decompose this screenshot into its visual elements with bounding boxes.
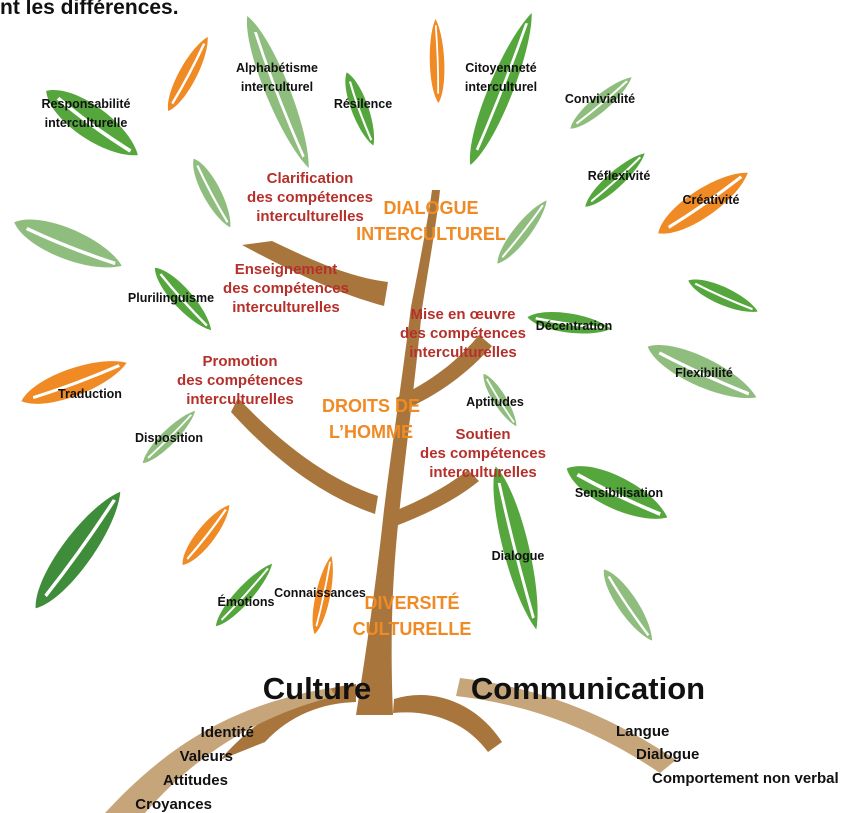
leaf-sensibilisation bbox=[559, 454, 675, 532]
leaf-creativite bbox=[650, 161, 756, 245]
leaf-large-dark-green bbox=[23, 482, 133, 618]
leaf-aptitudes bbox=[478, 370, 522, 430]
leaf-reflexivite bbox=[579, 147, 651, 213]
leaf-label-emotions: Émotions bbox=[218, 594, 275, 609]
leaf-label-citoyennete-line-1: Citoyenneté bbox=[465, 61, 537, 75]
leaf-labels: Responsabilité interculturelle Alphabéti… bbox=[42, 61, 740, 609]
leaf-top-left-orange bbox=[160, 32, 216, 116]
leaf-right-green bbox=[684, 272, 762, 320]
leaf-flexibilite bbox=[641, 333, 763, 411]
leaf-lower-right-light bbox=[595, 563, 661, 647]
core-label-diversite-line-1: DIVERSITÉ bbox=[364, 592, 459, 613]
branch-label-enseignement-line-1: Enseignement bbox=[235, 261, 338, 278]
branch-label-promotion-line-2: des compétences bbox=[177, 372, 303, 389]
leaf-resilience bbox=[338, 69, 382, 149]
culture-item-croyances: Croyances bbox=[135, 796, 212, 813]
culture-item-attitudes: Attitudes bbox=[163, 772, 228, 789]
branch-label-mise-line-1: Mise en œuvre bbox=[410, 306, 515, 323]
communication-item-langue: Langue bbox=[616, 723, 669, 740]
leaf-disposition bbox=[137, 405, 201, 469]
leaf-label-creativite: Créativité bbox=[683, 193, 740, 207]
leaf-label-plurilinguisme: Plurilinguisme bbox=[128, 291, 214, 305]
leaf-label-traduction: Traduction bbox=[58, 387, 122, 401]
branch-label-soutien-line-1: Soutien bbox=[456, 426, 511, 443]
leaf-alphabetisme bbox=[236, 11, 320, 173]
core-label-dialogue-line-1: DIALOGUE bbox=[383, 198, 478, 218]
branch-label-enseignement-line-2: des compétences bbox=[223, 280, 349, 297]
leaf-mid-right-light bbox=[491, 195, 553, 269]
leaf-label-resilience: Résilence bbox=[334, 97, 392, 111]
branch-label-promotion-line-1: Promotion bbox=[203, 353, 278, 370]
branch-label-soutien-line-3: interculturelles bbox=[429, 464, 537, 481]
branch-mid-right bbox=[396, 335, 492, 411]
branch-label-clarification-line-1: Clarification bbox=[267, 170, 354, 187]
leaf-group bbox=[8, 8, 763, 647]
branch-labels: Clarification des compétences intercultu… bbox=[177, 170, 546, 481]
branch-label-mise-line-2: des compétences bbox=[400, 325, 526, 342]
leaf-label-alphabetisme-line-2: interculturel bbox=[241, 80, 313, 94]
leaf-large-left-light bbox=[8, 208, 128, 280]
branch-label-mise-line-3: interculturelles bbox=[409, 344, 517, 361]
partial-page-title: nt les différences. bbox=[0, 0, 179, 19]
branch-low-right bbox=[392, 470, 479, 527]
core-label-dialogue-line-2: INTERCULTUREL bbox=[356, 224, 506, 244]
root-left bbox=[220, 684, 356, 760]
culture-item-valeurs: Valeurs bbox=[180, 748, 233, 765]
communication-item-comportement: Comportement non verbal bbox=[652, 770, 839, 787]
branch-label-enseignement-line-3: interculturelles bbox=[232, 299, 340, 316]
leaf-label-responsabilite-line-1: Responsabilité bbox=[42, 97, 131, 111]
culture-ground-arc bbox=[105, 688, 336, 813]
leaf-label-reflexivite: Réflexivité bbox=[588, 169, 651, 183]
leaf-label-convivialite: Convivialité bbox=[565, 92, 635, 106]
leaf-label-flexibilite: Flexibilité bbox=[675, 366, 733, 380]
leaf-label-dialogue: Dialogue bbox=[492, 549, 545, 563]
leaf-responsabilite bbox=[36, 77, 148, 169]
tree-trunk-and-branches bbox=[220, 190, 502, 760]
leaf-label-aptitudes: Aptitudes bbox=[466, 395, 524, 409]
leaf-label-decentration: Décentration bbox=[536, 319, 612, 333]
leaf-label-sensibilisation: Sensibilisation bbox=[575, 486, 663, 500]
leaf-lower-left-orange bbox=[175, 499, 237, 571]
leaf-top-orange bbox=[428, 18, 446, 104]
leaf-convivialite bbox=[565, 71, 637, 135]
leaf-plurilinguisme bbox=[147, 261, 219, 337]
leaf-label-connaissances: Connaissances bbox=[274, 586, 366, 600]
leaf-emotions bbox=[209, 558, 279, 632]
leaf-label-disposition: Disposition bbox=[135, 431, 203, 445]
tree-core-labels: DIALOGUE INTERCULTUREL DROITS DE L’HOMME… bbox=[322, 198, 506, 639]
communication-ground-arc bbox=[456, 678, 676, 773]
leaf-label-responsabilite-line-2: interculturelle bbox=[45, 116, 128, 130]
leaf-label-citoyennete-line-2: interculturel bbox=[465, 80, 537, 94]
communication-item-dialogue: Dialogue bbox=[636, 746, 699, 763]
branch-label-clarification-line-3: interculturelles bbox=[256, 208, 364, 225]
core-label-droits-line-2: L’HOMME bbox=[329, 422, 413, 442]
branch-left-lower bbox=[231, 398, 378, 514]
leaf-dialogue bbox=[483, 463, 549, 633]
branch-top-left bbox=[242, 241, 388, 306]
branch-label-soutien-line-2: des compétences bbox=[420, 445, 546, 462]
leaf-citoyennete bbox=[459, 8, 543, 170]
leaf-connaissances bbox=[307, 554, 339, 636]
root-labels: Culture Communication Identité Valeurs A… bbox=[135, 671, 838, 813]
branch-label-clarification-line-2: des compétences bbox=[247, 189, 373, 206]
ground-arcs bbox=[105, 678, 676, 813]
core-label-droits-line-1: DROITS DE bbox=[322, 396, 420, 416]
leaf-traduction bbox=[16, 350, 132, 414]
culture-item-identite: Identité bbox=[201, 724, 254, 741]
core-label-diversite-line-2: CULTURELLE bbox=[353, 619, 472, 639]
communication-title: Communication bbox=[471, 671, 705, 706]
leaf-decentration bbox=[526, 307, 612, 339]
branch-label-promotion-line-3: interculturelles bbox=[186, 391, 294, 408]
culture-title: Culture bbox=[263, 671, 372, 706]
leaf-label-alphabetisme-line-1: Alphabétisme bbox=[236, 61, 318, 75]
trunk bbox=[356, 190, 440, 715]
leaf-left-light-1 bbox=[185, 154, 239, 232]
root-right bbox=[393, 694, 502, 752]
